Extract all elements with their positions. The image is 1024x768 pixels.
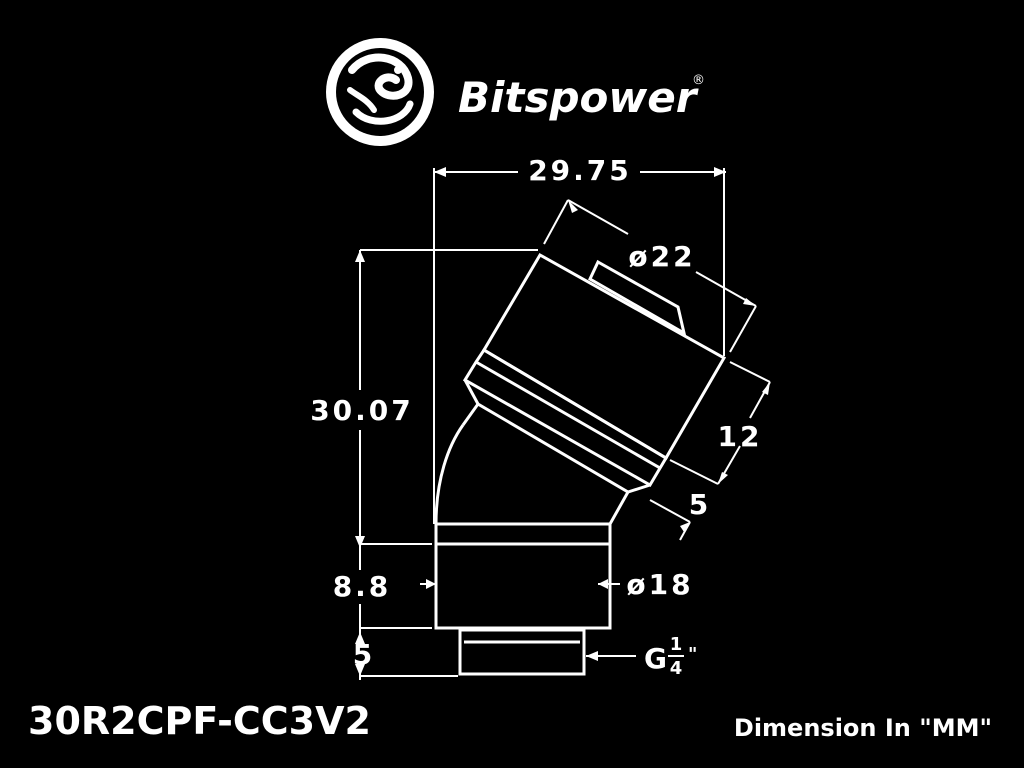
- brand-name: Bitspower: [458, 73, 699, 122]
- dragon-logo-icon: [326, 38, 434, 146]
- thread-suffix: ": [688, 644, 697, 665]
- arrowheads: [355, 167, 770, 676]
- thread-spec: G 1 4 ": [644, 634, 697, 679]
- top-ring: [462, 347, 669, 488]
- label-ring-width: 5: [689, 488, 711, 521]
- registered-mark: ®: [692, 73, 705, 88]
- dimension-lines: [359, 168, 771, 680]
- label-top-diameter: ø22: [628, 240, 695, 273]
- arrow-width-left: [434, 167, 446, 177]
- label-base-diameter: ø18: [626, 568, 693, 601]
- thread-denominator: 4: [670, 658, 683, 679]
- arrow-height-bottom: [355, 536, 365, 548]
- top-nub: [588, 259, 687, 337]
- label-top-length: 12: [718, 420, 763, 453]
- arrow-thread5-bottom: [355, 664, 365, 676]
- arrow-thread: [586, 651, 598, 661]
- elbow-left-curve: [434, 424, 465, 525]
- dia22-ext-b: [729, 305, 757, 353]
- arrow-dia22-a: [568, 200, 578, 213]
- len12-ext-bottom: [669, 459, 719, 485]
- thread-body: [458, 628, 586, 676]
- elbow-left-edge: [461, 403, 480, 426]
- model-number: 30R2CPF-CC3V2: [28, 699, 371, 743]
- thread-prefix: G: [644, 642, 670, 675]
- elbow-right-edge: [608, 491, 630, 525]
- ring5-dim: [679, 521, 691, 541]
- arrow-len12-top: [762, 382, 770, 395]
- arrow-thread5-top: [355, 632, 365, 644]
- dia22-dim-a: [567, 199, 629, 235]
- label-overall-width: 29.75: [528, 154, 632, 187]
- arrow-dia22-b: [743, 298, 756, 306]
- arrow-base88: [426, 579, 436, 589]
- len12-ext-top: [729, 361, 771, 383]
- arrow-width-right: [714, 167, 726, 177]
- thread-numerator: 1: [670, 634, 683, 655]
- arrow-ring5: [680, 522, 690, 532]
- units-note: Dimension In "MM": [734, 714, 992, 742]
- elbow-collar: [463, 379, 651, 494]
- base-body: [434, 522, 612, 630]
- arrow-height-top: [355, 250, 365, 262]
- ring5-ext: [649, 499, 691, 523]
- label-thread-length: 5: [353, 638, 375, 671]
- label-overall-height: 30.07: [310, 394, 414, 427]
- arrow-dia18: [598, 579, 608, 589]
- arrow-len12-bottom: [718, 472, 728, 484]
- top-ring-groove: [475, 360, 661, 470]
- fitting-outline: [434, 252, 727, 676]
- label-base-height: 8.8: [333, 570, 392, 603]
- dia22-ext-a: [543, 199, 569, 245]
